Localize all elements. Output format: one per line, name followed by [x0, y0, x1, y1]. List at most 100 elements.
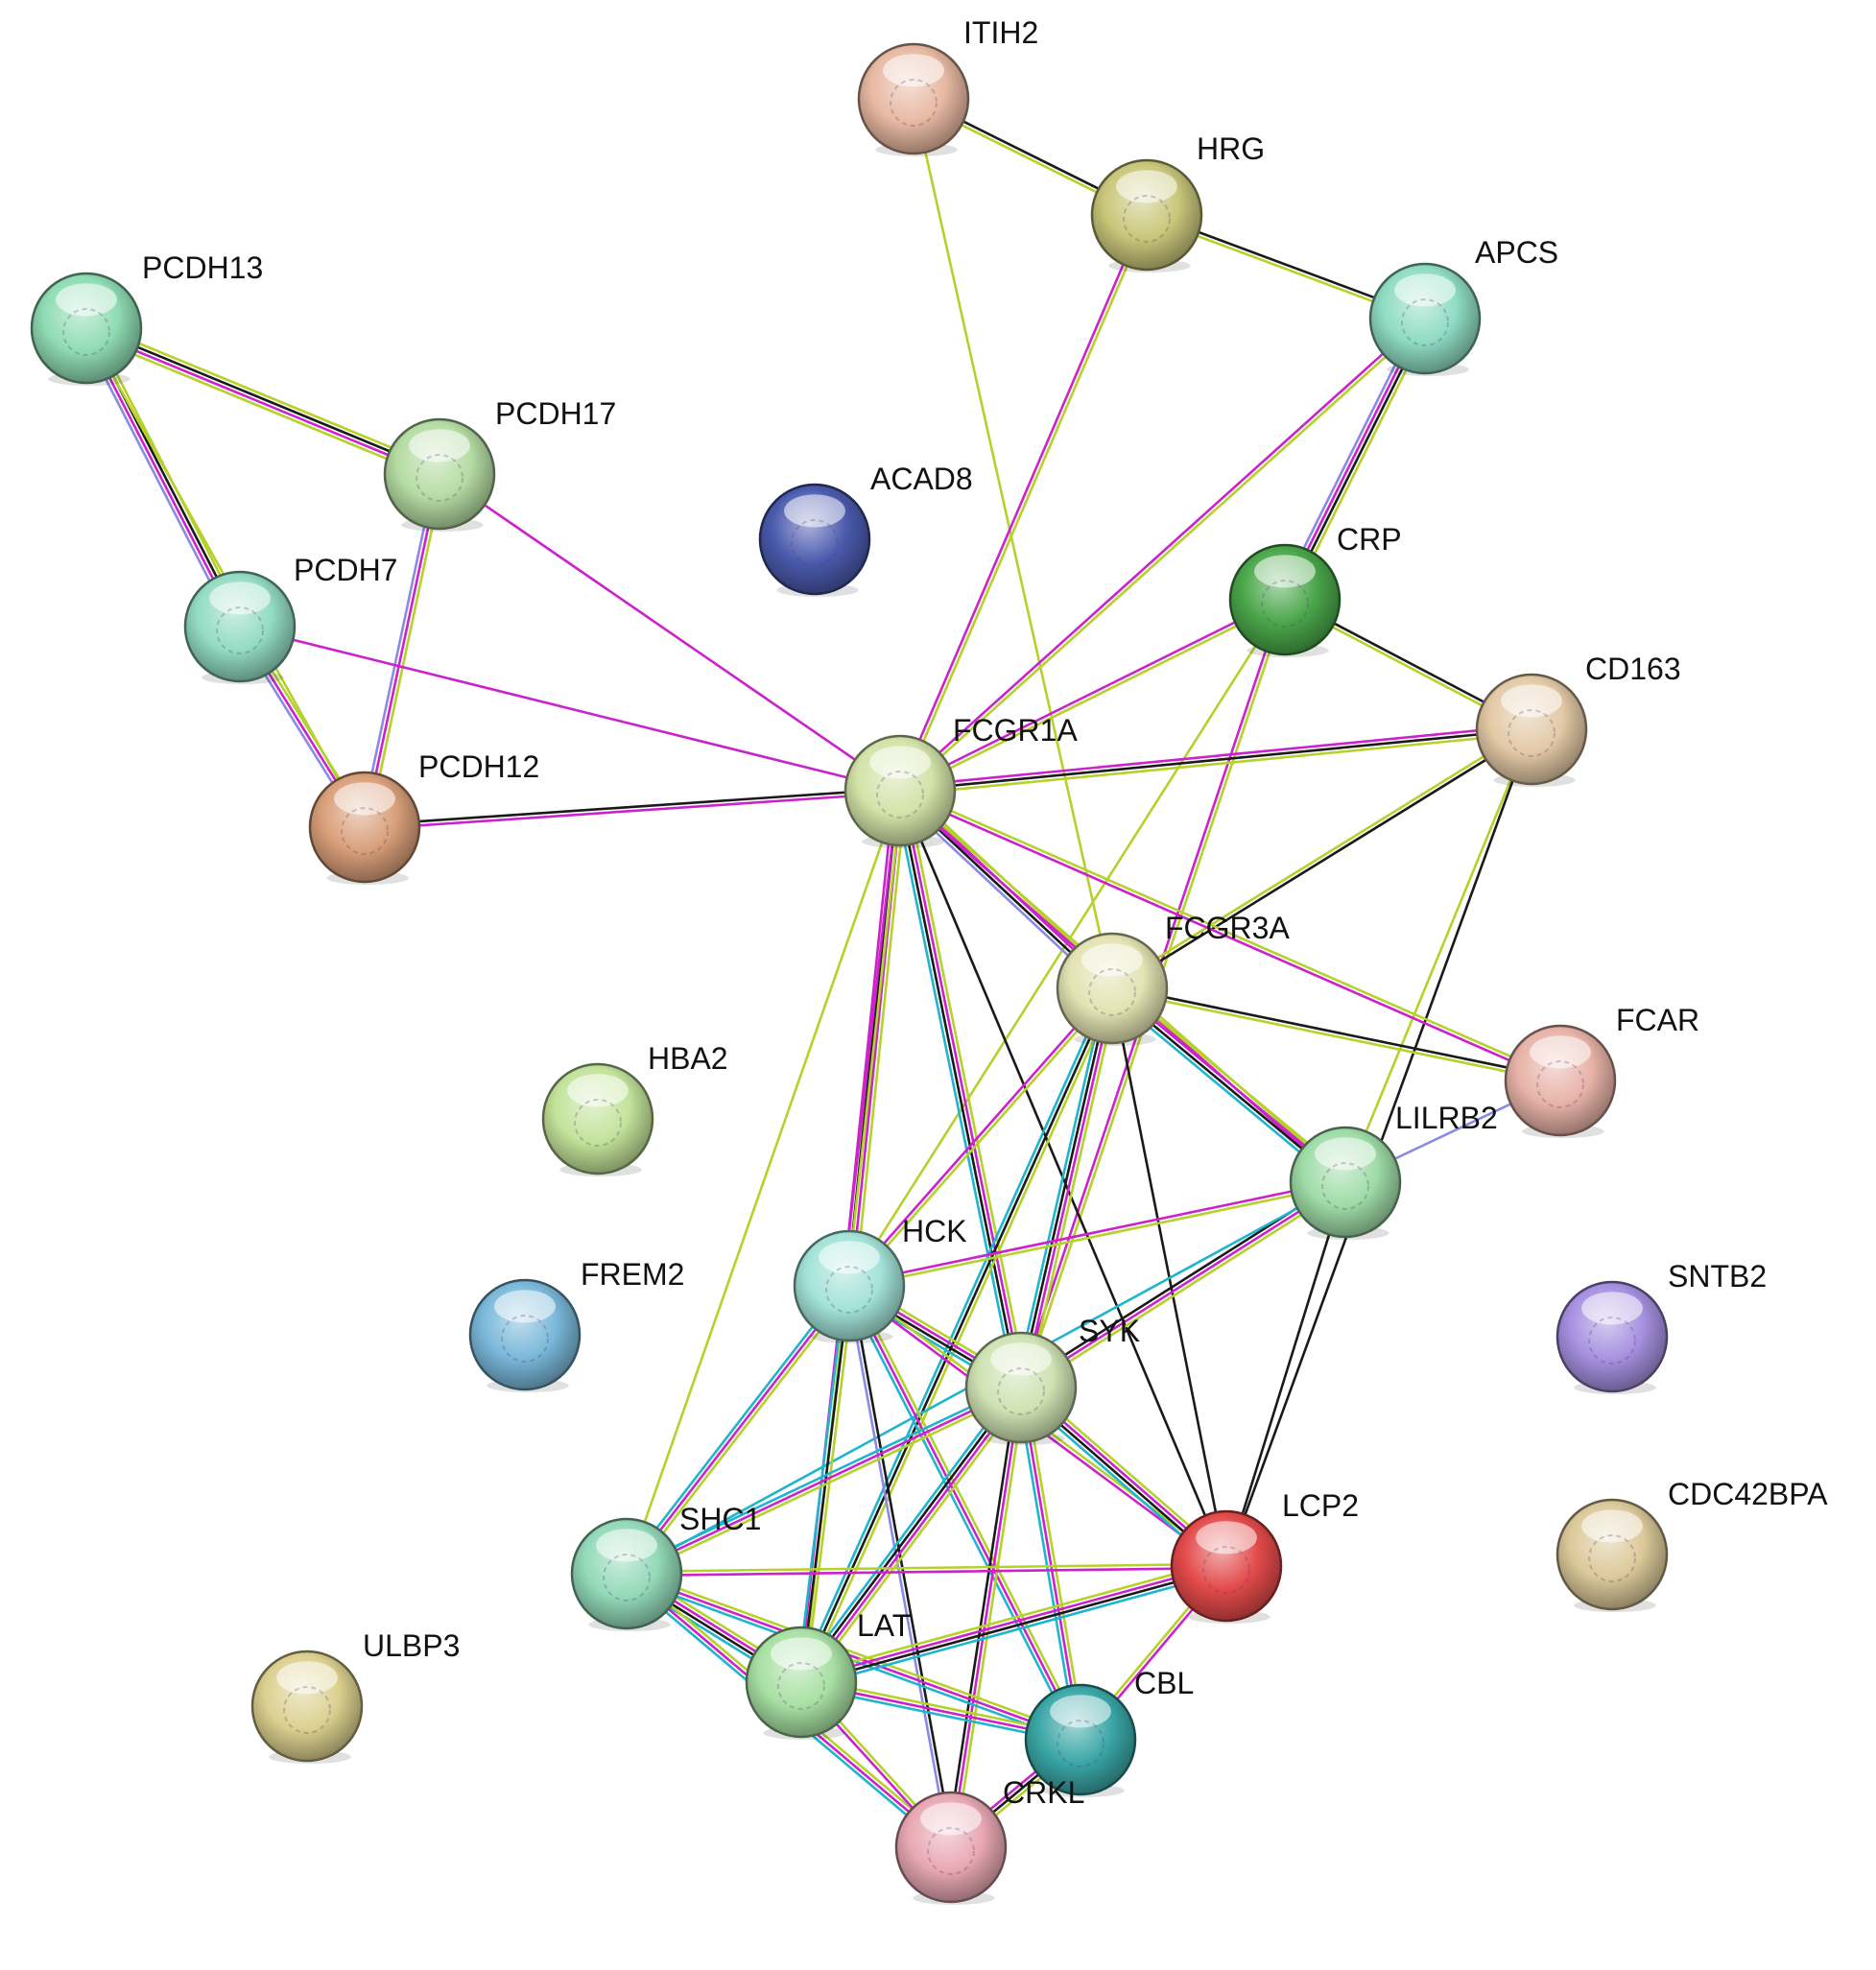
node-label: PCDH7: [294, 553, 397, 587]
node-label: CRKL: [1003, 1775, 1084, 1810]
edge-line: [363, 787, 902, 827]
node-highlight: [784, 494, 845, 528]
structure-icon: [1261, 580, 1309, 628]
edge-line: [1224, 1180, 1347, 1568]
edge-line: [896, 790, 1021, 1389]
node-fcgr1a[interactable]: FCGR1A: [843, 713, 1078, 848]
node-pcdh7[interactable]: PCDH7: [183, 553, 397, 684]
node-pcdh17[interactable]: PCDH17: [383, 396, 616, 532]
edge-line: [1109, 725, 1532, 988]
node-label: FCGR3A: [1165, 911, 1290, 945]
edge-line: [1021, 987, 1116, 1389]
node-apcs[interactable]: APCS: [1368, 235, 1558, 376]
node-hba2[interactable]: HBA2: [541, 1041, 728, 1176]
node-syk[interactable]: SYK: [964, 1314, 1140, 1445]
structure-icon: [501, 1315, 549, 1363]
edge-line: [899, 731, 1533, 796]
edge-line: [801, 1570, 1229, 1690]
node-label: FCAR: [1616, 1003, 1699, 1037]
edge-crp-fcgr1a: [897, 596, 1288, 795]
node-label: HRG: [1197, 131, 1265, 166]
node-highlight: [494, 1290, 556, 1323]
edge-line: [899, 600, 1288, 795]
node-shc1[interactable]: SHC1: [570, 1502, 761, 1631]
edge-line: [849, 1284, 955, 1848]
edge-line: [898, 724, 1532, 789]
edge-line: [896, 212, 1147, 792]
node-cd163[interactable]: CD163: [1475, 652, 1681, 787]
edge-line: [912, 97, 1114, 990]
edge-line: [949, 1386, 1023, 1849]
edge-line: [804, 1389, 1028, 1688]
edge-syk-cbl: [1015, 1386, 1086, 1742]
edge-line: [799, 986, 1114, 1684]
node-crkl[interactable]: CRKL: [894, 1775, 1084, 1905]
structure-icon: [890, 79, 938, 127]
node-acad8[interactable]: ACAD8: [758, 462, 973, 597]
node-highlight: [1581, 1509, 1643, 1543]
edge-cd163-fcgr1a: [898, 724, 1533, 796]
edge-itih2-fcgr3a: [912, 97, 1114, 990]
node-ulbp3[interactable]: ULBP3: [250, 1628, 460, 1764]
node-label: LILRB2: [1395, 1101, 1498, 1135]
edge-line: [845, 1285, 951, 1849]
node-label: FREM2: [581, 1257, 684, 1292]
node-lat[interactable]: LAT: [745, 1608, 911, 1740]
node-highlight: [819, 1241, 880, 1274]
node-fcgr3a[interactable]: FCGR3A: [1056, 911, 1290, 1046]
node-cdc42bpa[interactable]: CDC42BPA: [1555, 1477, 1828, 1612]
edge-line: [1111, 729, 1534, 992]
node-cbl[interactable]: CBL: [1024, 1666, 1194, 1797]
edge-line: [796, 1284, 847, 1683]
node-label: ACAD8: [870, 462, 973, 496]
node-lilrb2[interactable]: LILRB2: [1289, 1101, 1498, 1240]
edge-line: [1023, 1386, 1086, 1741]
node-highlight: [1581, 1292, 1643, 1325]
node-label: SHC1: [679, 1502, 761, 1536]
node-highlight: [1050, 1695, 1111, 1728]
edge-line: [1025, 988, 1120, 1390]
edge-line: [625, 1572, 1082, 1742]
edge-line: [1013, 985, 1108, 1388]
edge-lat-lcp2: [798, 1558, 1229, 1690]
edge-cd163-fcgr3a: [1109, 725, 1534, 992]
edge-line: [625, 789, 902, 1576]
edge-line: [1017, 986, 1112, 1388]
node-itih2[interactable]: ITIH2: [857, 15, 1038, 156]
node-highlight: [990, 1342, 1052, 1376]
node-label: LCP2: [1282, 1488, 1359, 1523]
node-hrg[interactable]: HRG: [1090, 131, 1265, 273]
edge-line: [1111, 985, 1562, 1080]
node-crp[interactable]: CRP: [1228, 522, 1402, 657]
edge-line: [625, 1386, 1023, 1576]
node-label: PCDH17: [495, 396, 616, 431]
edge-line: [359, 471, 438, 828]
structure-icon: [997, 1367, 1045, 1415]
node-sntb2[interactable]: SNTB2: [1555, 1259, 1767, 1394]
node-frem2[interactable]: FREM2: [468, 1257, 684, 1392]
edge-line: [1021, 1184, 1349, 1392]
edge-line: [622, 1282, 847, 1573]
edge-line: [897, 596, 1286, 791]
node-highlight: [276, 1661, 338, 1695]
edge-line: [1110, 988, 1561, 1084]
edge-pcdh7-fcgr1a: [238, 625, 902, 793]
node-label: HCK: [902, 1214, 967, 1248]
edge-line: [83, 328, 440, 478]
edge-line: [367, 473, 445, 830]
edge-pcdh17-pcdh12: [359, 471, 445, 830]
node-lcp2[interactable]: LCP2: [1170, 1488, 1359, 1624]
edge-hck-crkl: [845, 1284, 955, 1849]
node-hck[interactable]: HCK: [793, 1214, 967, 1343]
node-highlight: [334, 782, 395, 816]
node-pcdh13[interactable]: PCDH13: [30, 250, 263, 386]
edge-line: [798, 1558, 1226, 1678]
edge-line: [904, 788, 1029, 1388]
node-label: PCDH12: [418, 749, 539, 784]
node-label: CBL: [1134, 1666, 1194, 1700]
node-pcdh12[interactable]: PCDH12: [308, 749, 539, 885]
edge-line: [900, 214, 1151, 794]
edge-lilrb2-lcp2: [1224, 1180, 1347, 1568]
node-fcar[interactable]: FCAR: [1504, 1003, 1699, 1138]
structure-icon: [216, 606, 264, 654]
